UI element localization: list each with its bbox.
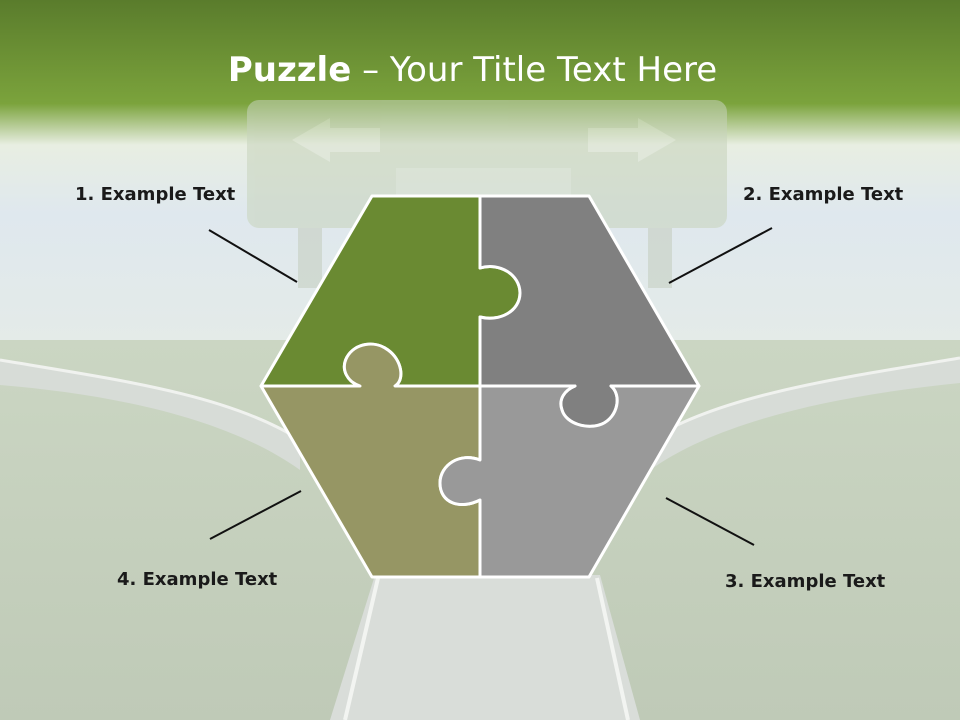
road-sign xyxy=(247,100,727,288)
puzzle-piece-bottom-right xyxy=(438,384,701,579)
label-1: 1. Example Text xyxy=(75,184,236,205)
title-bold: Puzzle xyxy=(227,50,352,90)
puzzle-hexagon xyxy=(259,194,701,579)
label-3: 3. Example Text xyxy=(725,571,886,592)
roads xyxy=(0,356,960,720)
label-2: 2. Example Text xyxy=(743,184,904,205)
slide-title: Puzzle – Your Title Text Here xyxy=(0,50,945,90)
label-4: 4. Example Text xyxy=(117,569,278,590)
connector-lines xyxy=(208,227,773,546)
title-rest: – Your Title Text Here xyxy=(351,50,718,90)
